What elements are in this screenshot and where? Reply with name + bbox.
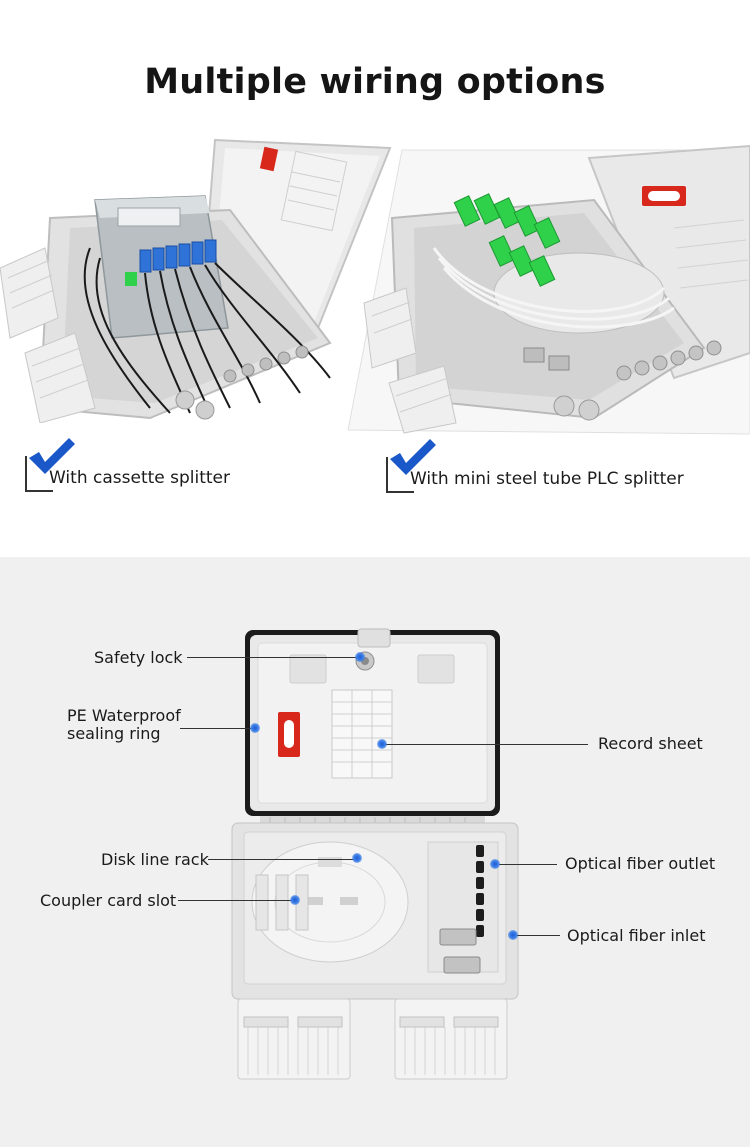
callout-pe-waterproof-2: sealing ring	[67, 724, 161, 743]
callout-record-sheet: Record sheet	[598, 734, 703, 753]
cassette-splitter-photo	[0, 138, 392, 423]
distribution-box-illustration	[231, 628, 519, 1080]
option-label: With cassette splitter	[49, 468, 231, 488]
marker-dot	[352, 853, 362, 863]
checkbox-icon	[386, 439, 436, 493]
marker-dot	[508, 930, 518, 940]
leader-line	[208, 859, 354, 860]
option-plc-splitter: With mini steel tube PLC splitter	[386, 439, 684, 493]
leader-line	[499, 864, 557, 865]
checkbox-icon	[25, 438, 75, 492]
checkmark-icon	[29, 438, 75, 474]
option-label: With mini steel tube PLC splitter	[410, 469, 684, 489]
marker-dot	[250, 723, 260, 733]
leader-line	[180, 728, 254, 729]
callout-optical-fiber-inlet: Optical fiber inlet	[567, 926, 706, 945]
callout-disk-line-rack: Disk line rack	[101, 850, 209, 869]
page-title: Multiple wiring options	[144, 62, 606, 102]
leader-line	[384, 744, 588, 745]
leader-line	[516, 935, 560, 936]
marker-dot	[355, 652, 365, 662]
marker-dot	[377, 739, 387, 749]
callout-optical-fiber-outlet: Optical fiber outlet	[565, 854, 716, 873]
callout-pe-waterproof-1: PE Waterproof	[67, 706, 181, 725]
callout-coupler-card-slot: Coupler card slot	[40, 891, 177, 910]
leader-line	[187, 657, 359, 658]
marker-dot	[490, 859, 500, 869]
plc-splitter-photo	[344, 138, 750, 438]
option-cassette-splitter: With cassette splitter	[25, 438, 231, 492]
checkmark-icon	[390, 439, 436, 475]
leader-line	[178, 900, 292, 901]
marker-dot	[290, 895, 300, 905]
parts-diagram-section: Safety lock PE Waterproof sealing ring R…	[0, 557, 750, 1147]
callout-safety-lock: Safety lock	[94, 648, 183, 667]
